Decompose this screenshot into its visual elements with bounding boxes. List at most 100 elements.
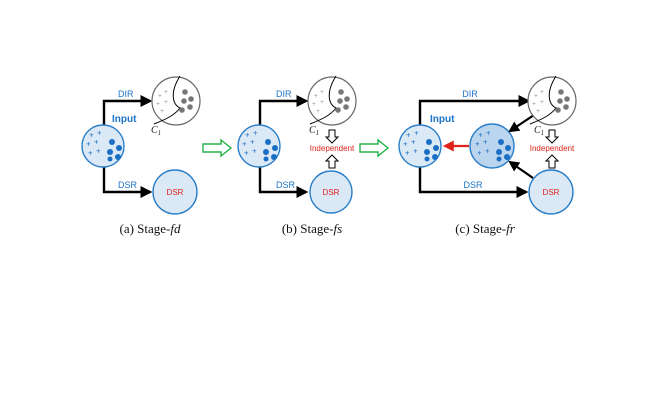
svg-text:+: + bbox=[89, 131, 94, 140]
dir-cluster-node bbox=[527, 76, 577, 126]
svg-text:+: + bbox=[486, 129, 491, 138]
svg-text:+: + bbox=[88, 149, 93, 158]
svg-text:+: + bbox=[413, 147, 418, 156]
input-label: Input bbox=[430, 114, 455, 125]
dsr-node bbox=[528, 169, 574, 215]
transition-arrow-2 bbox=[359, 138, 390, 158]
input-node bbox=[237, 124, 281, 168]
svg-text:+: + bbox=[540, 88, 544, 96]
svg-text:+: + bbox=[314, 92, 318, 100]
edge-dsr bbox=[418, 167, 529, 198]
hollow-arrow-down bbox=[324, 129, 340, 144]
dsr-node-label: DSR bbox=[167, 188, 184, 197]
hollow-arrow-up bbox=[324, 154, 340, 169]
svg-text:+: + bbox=[94, 138, 99, 147]
svg-text:+: + bbox=[97, 129, 102, 138]
decision-boundary bbox=[529, 75, 557, 125]
svg-text:+: + bbox=[403, 140, 408, 149]
panel-a: DIR DSR Input ++ ++ ++ ++ ++ + C1 DSR bbox=[81, 75, 201, 236]
gray-dot-markers bbox=[555, 89, 570, 113]
hollow-arrow-down bbox=[544, 129, 560, 144]
input-node bbox=[81, 124, 125, 168]
svg-text:+: + bbox=[406, 131, 411, 140]
gray-dot-markers bbox=[335, 89, 350, 113]
dir-label: DIR bbox=[462, 89, 478, 99]
dir-label: DIR bbox=[118, 89, 134, 99]
fused-dot-markers bbox=[496, 139, 511, 162]
dir-cluster-node bbox=[151, 76, 201, 126]
svg-text:+: + bbox=[414, 129, 419, 138]
svg-text:+: + bbox=[253, 129, 258, 138]
plus-markers: ++ ++ ++ bbox=[242, 129, 258, 158]
gray-plus-markers: ++ ++ + bbox=[312, 88, 324, 115]
svg-text:+: + bbox=[244, 149, 249, 158]
decision-boundary bbox=[309, 75, 337, 125]
dot-markers bbox=[263, 139, 278, 162]
svg-text:+: + bbox=[245, 131, 250, 140]
edge-dir-to-fused bbox=[508, 114, 535, 133]
fused-plus-markers: ++ ++ ++ bbox=[475, 129, 491, 158]
gray-plus-markers: ++ ++ + bbox=[532, 88, 544, 115]
svg-text:+: + bbox=[540, 98, 544, 106]
caption-c: (c) Stage-fr bbox=[455, 221, 516, 236]
edge-dir bbox=[418, 95, 531, 126]
caption-a: (a) Stage-fd bbox=[119, 221, 181, 236]
cluster-label: C1 bbox=[534, 125, 544, 137]
dsr-node bbox=[309, 170, 353, 214]
svg-text:+: + bbox=[483, 138, 488, 147]
svg-text:+: + bbox=[164, 88, 168, 96]
fused-node bbox=[469, 123, 515, 169]
gray-dot-markers bbox=[179, 89, 194, 113]
dot-markers bbox=[107, 139, 122, 162]
dsr-node-label: DSR bbox=[543, 188, 560, 197]
edge-dsr-to-fused bbox=[508, 160, 534, 179]
hollow-arrow-up bbox=[544, 154, 560, 169]
svg-text:+: + bbox=[532, 100, 536, 108]
edge-dsr bbox=[102, 165, 153, 198]
plus-markers: ++ ++ ++ bbox=[403, 129, 419, 158]
svg-text:+: + bbox=[164, 98, 168, 106]
svg-text:+: + bbox=[312, 100, 316, 108]
svg-text:+: + bbox=[485, 147, 490, 156]
svg-text:+: + bbox=[96, 147, 101, 156]
dsr-label: DSR bbox=[276, 180, 296, 190]
dir-cluster-node bbox=[307, 76, 357, 126]
edge-dsr bbox=[258, 165, 309, 198]
panel-c: DIR DSR Input ++ ++ ++ ++ ++ ++ bbox=[398, 75, 577, 236]
svg-text:+: + bbox=[316, 107, 320, 115]
svg-text:+: + bbox=[477, 149, 482, 158]
plus-markers: ++ ++ ++ bbox=[86, 129, 102, 158]
svg-text:+: + bbox=[411, 138, 416, 147]
panel-b: DIR DSR ++ ++ ++ ++ ++ + C1 Independent bbox=[237, 75, 357, 236]
svg-text:+: + bbox=[156, 100, 160, 108]
svg-text:+: + bbox=[242, 140, 247, 149]
cluster-label: C1 bbox=[309, 125, 319, 137]
svg-text:+: + bbox=[405, 149, 410, 158]
svg-text:+: + bbox=[158, 92, 162, 100]
svg-text:+: + bbox=[536, 107, 540, 115]
svg-text:+: + bbox=[534, 92, 538, 100]
svg-text:+: + bbox=[160, 107, 164, 115]
edge-dir bbox=[102, 95, 153, 128]
svg-text:+: + bbox=[478, 131, 483, 140]
svg-text:+: + bbox=[252, 147, 257, 156]
svg-text:+: + bbox=[320, 98, 324, 106]
input-node bbox=[398, 124, 442, 168]
dsr-label: DSR bbox=[463, 180, 483, 190]
transition-arrow-1 bbox=[202, 138, 233, 158]
independent-label: Independent bbox=[310, 144, 355, 153]
edge-dir bbox=[258, 95, 309, 128]
svg-text:+: + bbox=[475, 140, 480, 149]
dir-label: DIR bbox=[276, 89, 292, 99]
decision-boundary bbox=[153, 75, 181, 125]
caption-b: (b) Stage-fs bbox=[282, 221, 342, 236]
cluster-label: C1 bbox=[151, 125, 161, 137]
svg-text:+: + bbox=[86, 140, 91, 149]
dot-markers bbox=[424, 139, 439, 162]
dsr-node bbox=[152, 169, 198, 215]
gray-plus-markers: ++ ++ + bbox=[156, 88, 168, 115]
dsr-label: DSR bbox=[118, 180, 138, 190]
independent-label: Independent bbox=[530, 144, 575, 153]
input-label: Input bbox=[112, 114, 137, 125]
